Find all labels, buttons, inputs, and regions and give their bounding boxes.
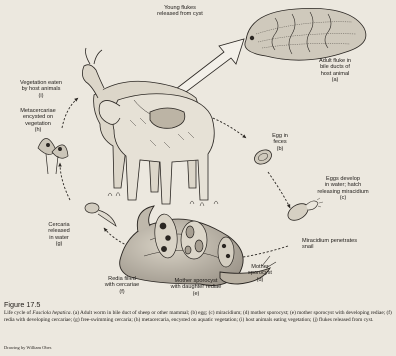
label-cercaria: Cercaria released in water (g) [34, 222, 84, 248]
arrow-snail-to-cercaria [104, 228, 128, 246]
hatching-egg-drawing [285, 198, 323, 224]
arrow-cercaria-to-metacercariae [60, 163, 70, 200]
host-animals-drawing [82, 48, 218, 206]
label-vegetation: Vegetation eaten by host animals (i) [2, 80, 80, 99]
label-adult-fluke: Adult fluke in bile ducts of host animal… [300, 58, 370, 84]
arrow-miracidium-to-snail [236, 246, 288, 258]
adult-fluke-drawing [245, 8, 366, 60]
caption-species: Fasciola hepatica [32, 310, 70, 316]
label-young-flukes: Young flukes released from cyst [140, 5, 220, 18]
daughter-rediae-drawing [181, 221, 207, 259]
label-eggs-develop: Eggs develop in water; hatch releasing m… [300, 176, 386, 202]
cercaria-drawing [85, 203, 116, 226]
arrow-egg-to-water [268, 172, 290, 208]
label-egg: Egg in feces (b) [258, 133, 302, 152]
fasciola-life-cycle-diagram [0, 0, 396, 300]
metacercariae-drawing [38, 138, 68, 174]
caption-prefix: Life cycle of [4, 310, 32, 316]
figure-title: Figure 17.5 [4, 300, 40, 309]
label-mother-sporocyst: Mother sporocyst (d) [236, 264, 284, 283]
figure-credit: Drawing by William Ober. [4, 345, 52, 350]
label-metacercariae: Metacercariae encysted on vegetation (h) [2, 108, 74, 134]
label-miracidium: Miracidium penetrates snail [302, 238, 382, 251]
label-daughter-rediae: Mother sporocyst with daughter rediae (e… [158, 278, 234, 297]
figure-caption: Life cycle of Fasciola hepatica. (a) Adu… [4, 310, 392, 323]
label-redia: Redia filled with cercariae (f) [94, 276, 150, 295]
arrow-flukes-to-liver [172, 39, 244, 98]
mother-sporocyst-drawing [218, 237, 234, 267]
